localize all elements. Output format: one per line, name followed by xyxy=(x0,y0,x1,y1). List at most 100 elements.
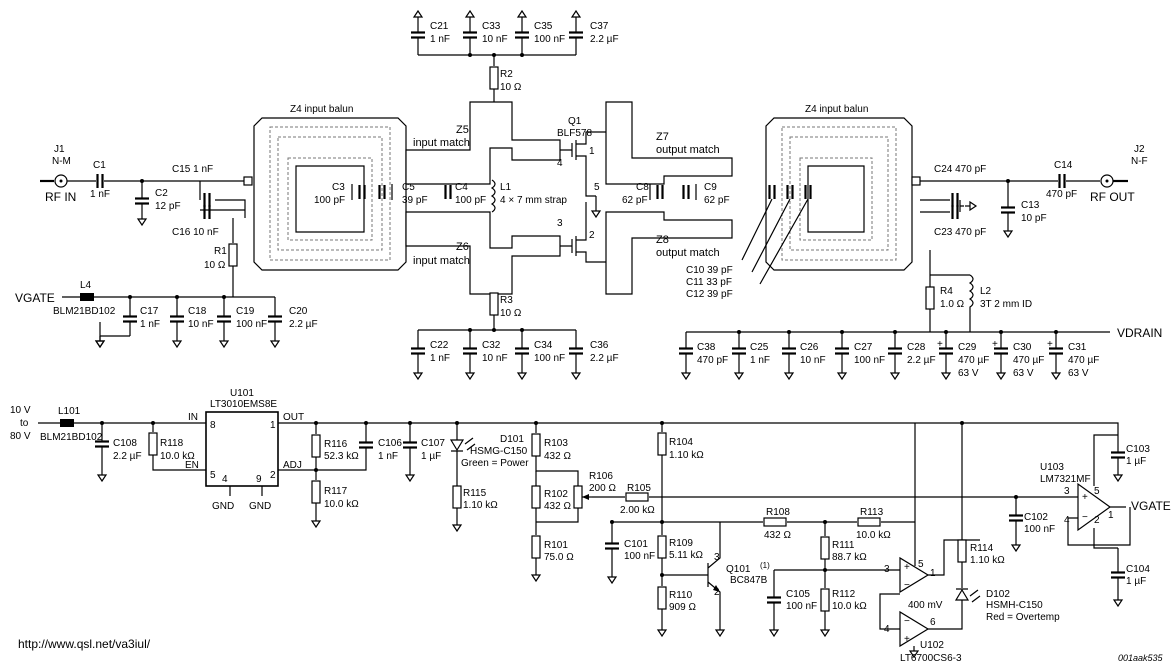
c32-label: C32 xyxy=(482,340,501,351)
c31-plus: + xyxy=(1047,339,1053,350)
r112-label: R112 xyxy=(832,589,856,600)
u103-label: U103 xyxy=(1040,462,1064,473)
c20-label: C20 xyxy=(289,306,308,317)
c10-label: C10 39 pF xyxy=(686,265,733,276)
r116-label: R116 xyxy=(324,439,348,450)
c33-value: 10 nF xyxy=(482,34,508,45)
q101-footnote: (1) xyxy=(760,561,770,570)
c20-value: 2.2 µF xyxy=(289,319,318,330)
r3-label: R3 xyxy=(500,295,513,306)
c3-label: C3 xyxy=(332,182,345,193)
input-match-strips: Z5 input match Z6 input match C4 100 pF … xyxy=(405,101,567,295)
q101-pin3: 3 xyxy=(714,552,720,563)
c31-value: 470 µF xyxy=(1068,355,1099,366)
u101-label: U101 xyxy=(230,388,254,399)
c33-label: C33 xyxy=(482,21,501,32)
vdrain-label: VDRAIN xyxy=(1117,326,1162,340)
q101-pin2: 2 xyxy=(714,587,720,598)
c11-label: C11 33 pF xyxy=(686,277,732,288)
c9-label: C9 xyxy=(704,182,717,193)
balun-out-label: Z4 input balun xyxy=(805,104,868,115)
vin-label-2: to xyxy=(20,418,29,429)
c106-label: C106 xyxy=(378,438,402,449)
d101-label: D101 xyxy=(500,434,524,445)
c3-value: 100 pF xyxy=(314,195,345,206)
c14-label: C14 xyxy=(1054,160,1073,171)
u101-pin2: 2 xyxy=(270,470,276,481)
c22-value: 1 nF xyxy=(430,353,450,364)
z7-note: output match xyxy=(656,144,720,156)
r118-value: 10.0 kΩ xyxy=(160,451,195,462)
vin-label-1: 10 V xyxy=(10,405,31,416)
c25-label: C25 xyxy=(750,342,769,353)
output-balun: Z4 input balun C10 39 pF C11 33 pF C12 3… xyxy=(686,104,921,300)
c102-value: 100 nF xyxy=(1024,524,1055,535)
c30-value: 470 µF xyxy=(1013,355,1044,366)
r105-value: 2.00 kΩ xyxy=(620,505,655,516)
u102-pin1: 1 xyxy=(930,568,936,579)
c34-value: 100 nF xyxy=(534,353,565,364)
r4-label: R4 xyxy=(940,286,953,297)
r115-label: R115 xyxy=(463,488,487,499)
u102-comparator: + − − + 3 4 5 1 6 400 mV LT6700CS6-3 U10… xyxy=(879,423,980,664)
c17-value: 1 nF xyxy=(140,319,160,330)
j2-type: N-F xyxy=(1131,156,1148,167)
q101-label: Q101 xyxy=(726,564,751,575)
c18-label: C18 xyxy=(188,306,207,317)
u102-part: LT6700CS6-3 xyxy=(900,653,962,664)
z5-note: input match xyxy=(413,137,470,149)
u102a-plus: + xyxy=(904,562,910,573)
rf-in-label: RF IN xyxy=(45,190,76,204)
r117-value: 10.0 kΩ xyxy=(324,499,359,510)
r114-label: R114 xyxy=(970,543,994,554)
c2-label: C2 xyxy=(155,188,168,199)
c102-label: C102 xyxy=(1024,512,1048,523)
z6-note: input match xyxy=(413,255,470,267)
u102b-plus: + xyxy=(904,634,910,645)
u102a-minus: − xyxy=(904,580,910,591)
r101-value: 75.0 Ω xyxy=(544,552,574,563)
q1-part: BLF578 xyxy=(557,128,592,139)
c19-value: 100 nF xyxy=(236,319,267,330)
l4-label: L4 xyxy=(80,280,92,291)
u103-minus: − xyxy=(1082,512,1088,523)
c9-value: 62 pF xyxy=(704,195,730,206)
u101-out: OUT xyxy=(283,412,304,423)
z8-label: Z8 xyxy=(656,234,669,246)
c29-label: C29 xyxy=(958,342,977,353)
r4-value: 1.0 Ω xyxy=(940,299,965,310)
input-balun: Z4 input balun C3 100 pF C5 39 pF xyxy=(243,104,428,271)
r104-value: 1.10 kΩ xyxy=(669,450,704,461)
u101-adj: ADJ xyxy=(283,460,302,471)
q101-part: BC847B xyxy=(730,575,768,586)
r114-value: 1.10 kΩ xyxy=(970,555,1005,566)
q1-pin3: 3 xyxy=(557,218,563,229)
z8-note: output match xyxy=(656,247,720,259)
q1-pin4: 4 xyxy=(557,158,563,169)
r108-label: R108 xyxy=(766,507,790,518)
l2-value: 3T 2 mm ID xyxy=(980,299,1032,310)
c25-value: 1 nF xyxy=(750,355,770,366)
u101-in: IN xyxy=(188,412,198,423)
vgate-label-rf: VGATE xyxy=(15,291,55,305)
c17-label: C17 xyxy=(140,306,159,317)
c31-label: C31 xyxy=(1068,342,1087,353)
u101-pin8: 8 xyxy=(210,420,216,431)
c29-plus: + xyxy=(937,339,943,350)
r103-value: 432 Ω xyxy=(544,451,571,462)
r112-value: 10.0 kΩ xyxy=(832,601,867,612)
z6-label: Z6 xyxy=(456,241,469,253)
r103-label: R103 xyxy=(544,438,568,449)
j1-connector: J1 N-M RF IN xyxy=(40,144,76,204)
j2-label: J2 xyxy=(1134,144,1145,155)
r108-value: 432 Ω xyxy=(764,530,791,541)
l1-label: L1 xyxy=(500,182,512,193)
c30-voltage: 63 V xyxy=(1013,368,1034,379)
u102-ref: 400 mV xyxy=(908,600,943,611)
q1-transistor: Q1 BLF578 4 1 5 3 2 xyxy=(557,116,606,263)
c37-value: 2.2 µF xyxy=(590,34,619,45)
c38-label: C38 xyxy=(697,342,716,353)
